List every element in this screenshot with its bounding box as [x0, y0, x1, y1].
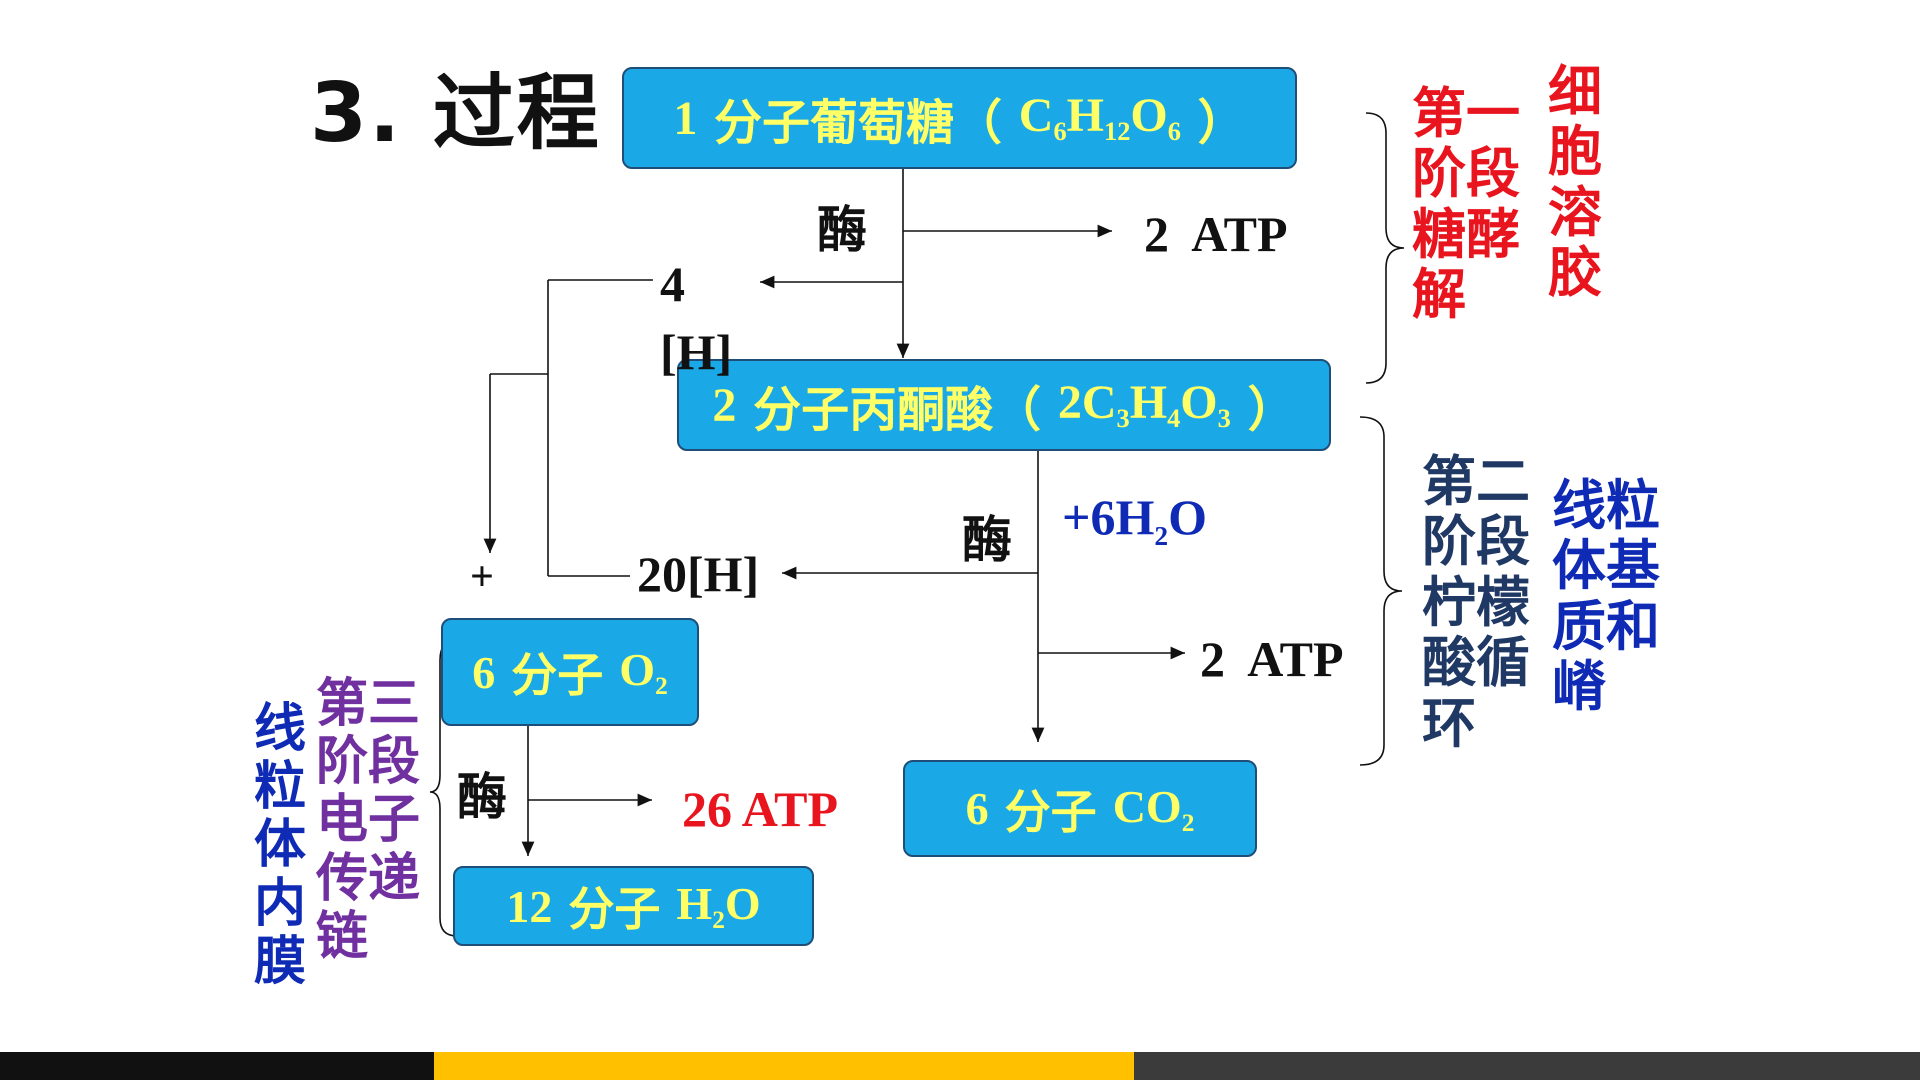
water-box: 12 分子 H2O	[453, 866, 814, 946]
water-count: 12	[506, 880, 553, 932]
oxygen-box: 6 分子 O2	[441, 618, 699, 726]
oxygen-formula: O2	[619, 644, 668, 700]
h-stage1: 4[H]	[660, 256, 733, 380]
pyruvate-close: ）	[1247, 382, 1296, 438]
glucose-box: 1 分子葡萄糖（ C6H12O6 ）	[622, 67, 1297, 169]
stage3-name: 第三阶段电子传递链	[316, 674, 421, 967]
footer-bar-middle	[434, 1052, 1134, 1080]
stage2-location: 线粒体基质和嵴	[1552, 474, 1660, 719]
atp-stage2: 2 ATP	[1200, 631, 1344, 687]
glucose-close: ）	[1197, 95, 1246, 151]
pyruvate-count: 2	[712, 378, 737, 432]
page-title: 3. 过程	[310, 66, 601, 161]
water-input: +6H2O	[1062, 489, 1208, 551]
co2-box: 6 分子 CO2	[903, 760, 1257, 857]
co2-count: 6	[965, 783, 989, 834]
stage2-name: 第二阶段柠檬酸循环	[1422, 450, 1530, 755]
h-stage2: 20[H]	[637, 546, 760, 602]
enzyme-label-stage2: 酶	[962, 511, 1012, 569]
stage3-location: 线粒体内膜	[254, 699, 307, 992]
pyruvate-box: 2 分子丙酮酸（ 2C3H4O3 ）	[677, 359, 1331, 451]
oxygen-name: 分子	[511, 648, 604, 702]
atp-stage3: 26 ATP	[682, 781, 839, 837]
water-name: 分子	[568, 882, 661, 936]
glucose-name: 分子葡萄糖（	[714, 95, 1003, 151]
glucose-formula: C6H12O6	[1018, 89, 1181, 147]
pyruvate-formula: 2C3H4O3	[1057, 376, 1231, 434]
co2-name: 分子	[1004, 784, 1097, 839]
enzyme-label-stage1: 酶	[817, 201, 867, 259]
plus-sign: +	[470, 554, 494, 600]
stage1-location: 细胞溶胶	[1548, 60, 1602, 305]
enzyme-label-stage3: 酶	[457, 768, 507, 826]
footer-bar-left	[0, 1052, 434, 1080]
glucose-count: 1	[673, 91, 698, 145]
footer-bar-right	[1134, 1052, 1920, 1080]
oxygen-count: 6	[472, 646, 496, 698]
atp-stage1: 2 ATP	[1144, 206, 1288, 262]
co2-formula: CO2	[1112, 780, 1195, 837]
stage1-name: 第一阶段糖酵解	[1412, 82, 1520, 327]
pyruvate-name: 分子丙酮酸（	[753, 382, 1042, 438]
water-formula: H2O	[676, 878, 761, 934]
